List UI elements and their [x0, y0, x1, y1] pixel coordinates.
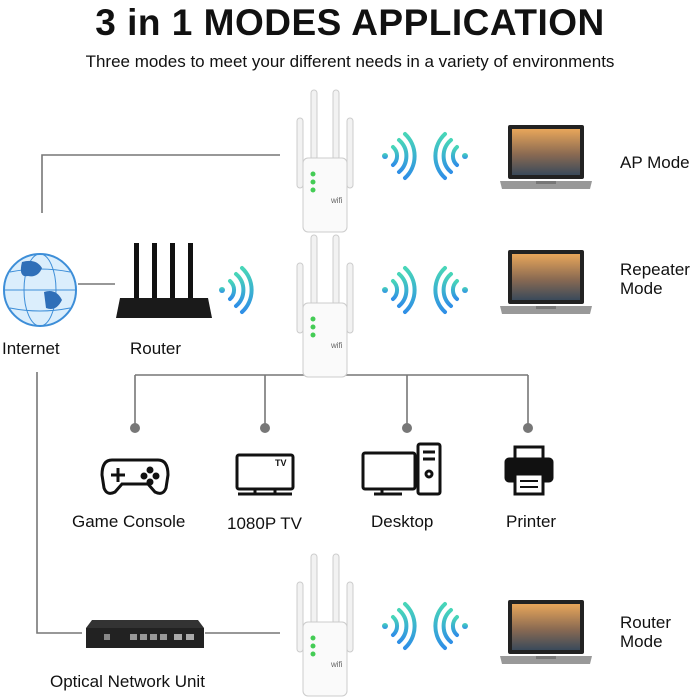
laptop-icon [500, 250, 592, 314]
page-subtitle: Three modes to meet your different needs… [85, 52, 615, 71]
wifi-in-icon [435, 268, 468, 312]
globe-icon [3, 253, 77, 327]
printer-icon [504, 445, 554, 496]
printer-label: Printer [506, 512, 557, 531]
desktop-label: Desktop [371, 512, 434, 531]
tv-label: 1080P TV [227, 514, 302, 533]
game-console-label: Game Console [72, 512, 186, 531]
wifi-out-icon [380, 132, 417, 180]
repeater-mode-label: Repeater Mode [620, 260, 690, 298]
connection-lines [36, 154, 529, 634]
repeater-mode-line2: Mode [620, 279, 663, 298]
router-mode-line2: Mode [620, 632, 663, 651]
router-device [116, 243, 212, 318]
onu-label: Optical Network Unit [50, 672, 205, 691]
page-title: 3 in 1 MODES APPLICATION [95, 2, 605, 43]
router-label: Router [130, 339, 182, 358]
wifi-in-icon [435, 604, 468, 648]
router-mode-line1: Router [620, 613, 672, 632]
internet-label: Internet [2, 339, 60, 358]
tv-badge: TV [275, 458, 287, 468]
extender-router-mode [296, 553, 354, 697]
wifi-out-icon [380, 602, 417, 650]
wifi-out-icon [380, 266, 417, 314]
extender-ap-mode [296, 89, 354, 233]
extender-repeater-mode [296, 234, 354, 378]
laptop-icon [500, 600, 592, 664]
ap-mode-label: AP Mode [620, 153, 690, 172]
wifi-in-icon [435, 134, 468, 178]
laptop-icon [500, 125, 592, 189]
connection-dots [130, 423, 533, 433]
onu-device [86, 620, 204, 648]
router-mode-label: Router Mode [620, 613, 671, 651]
gamepad-icon [100, 458, 170, 495]
tv-icon [235, 453, 295, 496]
repeater-mode-line1: Repeater [620, 260, 690, 279]
desktop-icon [361, 442, 442, 496]
router-wifi-waves-icon [217, 266, 254, 314]
